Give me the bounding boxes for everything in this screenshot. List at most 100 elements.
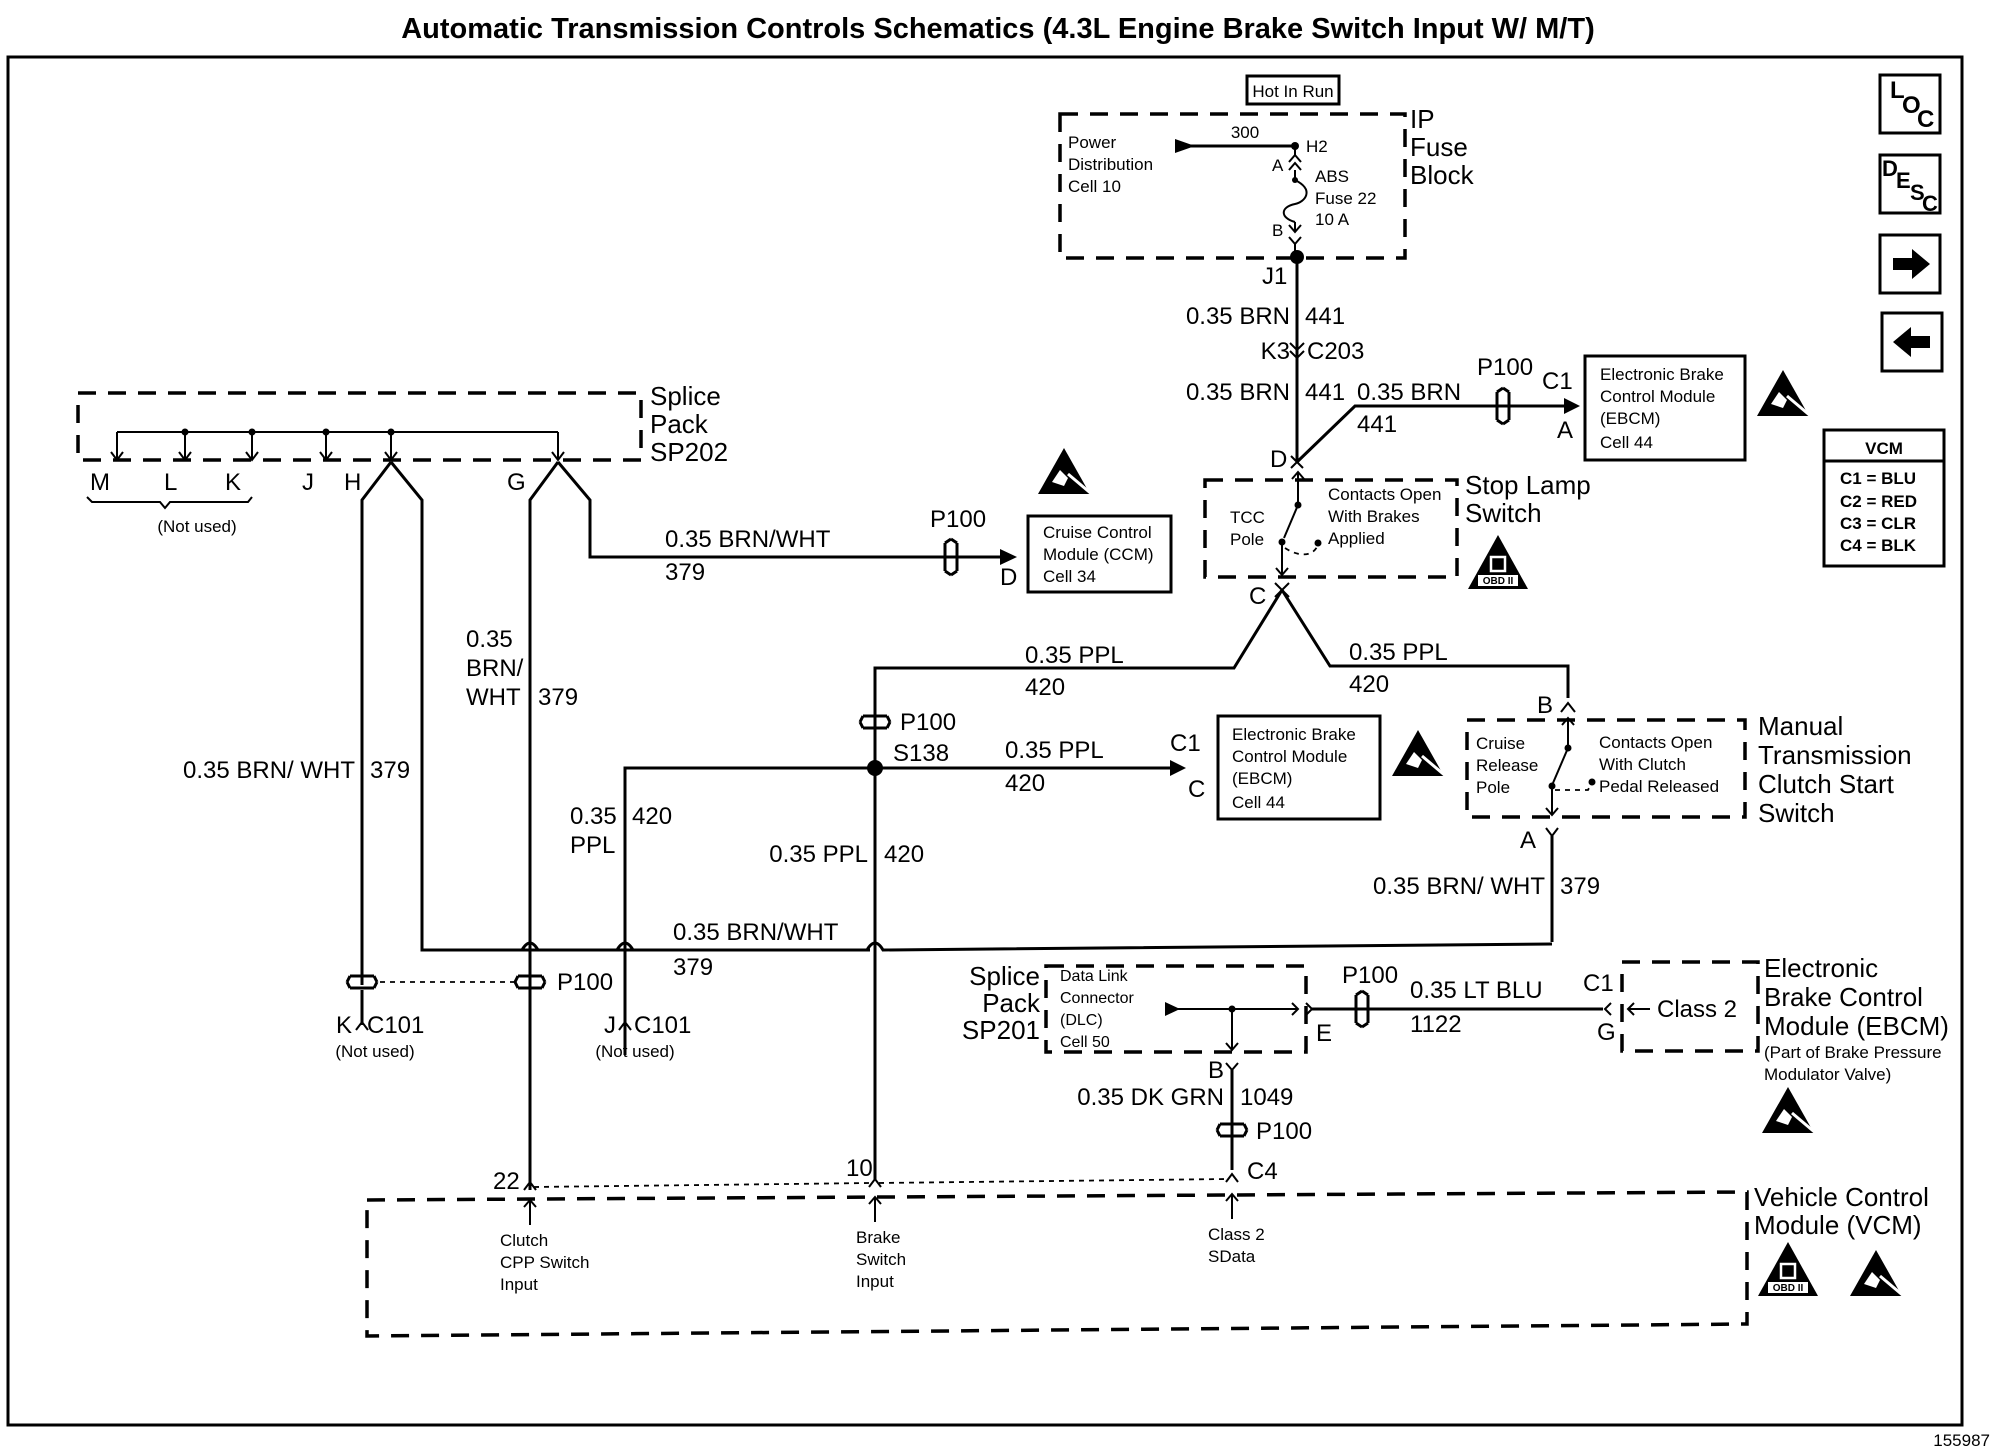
esd-icon-ebcm-top — [1755, 368, 1815, 420]
pin-a-fuse: A — [1272, 156, 1284, 175]
obd-icon-vcm — [1756, 1240, 1820, 1298]
stop-switch-note-1: Contacts Open — [1328, 485, 1441, 504]
ccm-box[interactable]: Cruise Control Module (CCM) Cell 34 — [1026, 514, 1173, 594]
clutch-switch-name-1: Manual — [1758, 711, 1843, 741]
svg-text:SP202: SP202 — [650, 437, 728, 467]
svg-text:Module (VCM): Module (VCM) — [1754, 1210, 1922, 1240]
loc-l: L — [1890, 77, 1905, 104]
ip-fuse-block-label: IP Fuse Block — [1410, 104, 1475, 190]
c101-j-pin: J — [604, 1012, 616, 1039]
wire-420-ebcm-circuit: 420 — [1005, 770, 1045, 797]
loc-button[interactable]: L O C — [1878, 73, 1942, 135]
ebcm-mid-box[interactable]: Electronic Brake Control Module (EBCM) C… — [1216, 714, 1382, 821]
abs-fuse-label: ABS Fuse 22 10 A — [1315, 167, 1376, 229]
desc-d: D — [1882, 156, 1898, 181]
clutch-switch-name-3: Clutch Start — [1758, 769, 1895, 799]
vcm-connector-legend: VCM C1 = BLU C2 = RED C3 = CLR C4 = BLK — [1822, 428, 1946, 568]
outer-frame — [6, 55, 1964, 1427]
hot-in-run-label: Hot In Run — [1245, 74, 1341, 106]
wire-379-bottom-circuit: 379 — [673, 954, 713, 981]
c1-class2: C1 — [1583, 970, 1614, 997]
p100-label-1049: P100 — [1256, 1118, 1312, 1145]
wire-420-ebcm-gauge: 0.35 PPL — [1005, 737, 1104, 764]
arrow-ccm — [1000, 549, 1017, 565]
tcc-pole-label-2: Pole — [1230, 530, 1264, 549]
svg-text:Brake: Brake — [856, 1228, 900, 1247]
wire-379-h-circuit: 379 — [370, 757, 410, 784]
splice-pack-sp201-box — [1044, 964, 1308, 1054]
esd-icon-vcm — [1848, 1248, 1908, 1300]
wire-379-h-gauge: 0.35 BRN/ WHT — [183, 757, 355, 784]
wire-441c-circuit: 441 — [1357, 411, 1397, 438]
c203-pin: K3 — [1261, 338, 1290, 365]
svg-text:(EBCM): (EBCM) — [1600, 409, 1660, 428]
s138-label: S138 — [893, 740, 949, 767]
cruise-pole-label-2: Release — [1476, 756, 1538, 775]
wire-441c-gauge: 0.35 BRN — [1357, 379, 1461, 406]
svg-text:Distribution: Distribution — [1068, 155, 1153, 174]
svg-text:Cell 44: Cell 44 — [1600, 433, 1653, 452]
vcm-input-clutch: Clutch CPP Switch Input — [500, 1231, 589, 1294]
svg-text:Pack: Pack — [982, 988, 1041, 1018]
sp202-label: Splice Pack SP202 — [650, 381, 728, 467]
stop-lamp-switch-symbol — [1275, 470, 1322, 577]
svg-text:Electronic Brake: Electronic Brake — [1600, 365, 1724, 384]
wire-420-right-gauge: 0.35 PPL — [1349, 639, 1448, 666]
power-distribution-label: Power Distribution Cell 10 — [1068, 133, 1153, 196]
svg-text:Splice: Splice — [650, 381, 721, 411]
pin-e-dlc: E — [1316, 1020, 1332, 1047]
svg-text:Switch: Switch — [856, 1250, 906, 1269]
wire-1122-gauge: 0.35 LT BLU — [1410, 977, 1543, 1004]
svg-text:Control Module: Control Module — [1232, 747, 1347, 766]
sp202-pin-g: G — [507, 469, 526, 496]
svg-text:Cell 44: Cell 44 — [1232, 793, 1285, 812]
svg-text:Pack: Pack — [650, 409, 709, 439]
svg-text:Class 2: Class 2 — [1208, 1225, 1265, 1244]
wire-379-clutch-circuit: 379 — [1560, 873, 1600, 900]
stop-lamp-switch-name-1: Stop Lamp — [1465, 470, 1591, 500]
clutch-note-1: Contacts Open — [1599, 733, 1712, 752]
prev-button[interactable] — [1880, 311, 1944, 373]
abs-fuse-symbol — [1282, 146, 1308, 257]
pin-a-clutch: A — [1520, 827, 1536, 854]
wire-379-g-l3: WHT — [466, 684, 521, 711]
pin-g-class2: G — [1597, 1019, 1616, 1046]
svg-text:Vehicle Control: Vehicle Control — [1754, 1182, 1929, 1212]
tcc-pole-label: TCC — [1230, 508, 1265, 527]
pin-c-ebcm-mid: C — [1188, 776, 1205, 803]
wire-420-left-gauge: 0.35 PPL — [1025, 642, 1124, 669]
p100-label-bottom: P100 — [557, 969, 613, 996]
j1-label: J1 — [1262, 263, 1287, 290]
svg-text:Electronic: Electronic — [1764, 953, 1878, 983]
sp202-pin-m: M — [90, 469, 110, 496]
pin-d-stop: D — [1270, 446, 1287, 473]
figure-id: 155987 — [1933, 1431, 1990, 1450]
wire-379-ccm-circuit: 379 — [665, 559, 705, 586]
loc-c: C — [1917, 106, 1934, 133]
desc-button[interactable]: D E S C — [1878, 153, 1942, 216]
next-button[interactable] — [1878, 233, 1942, 295]
pin-h2: H2 — [1306, 137, 1328, 156]
svg-text:Block: Block — [1410, 160, 1475, 190]
class2-label: Class 2 — [1657, 996, 1737, 1023]
svg-text:C2 = RED: C2 = RED — [1840, 492, 1917, 511]
vcm-box — [365, 1190, 1749, 1338]
esd-icon-ebcm-class2 — [1760, 1085, 1820, 1137]
page-title: Automatic Transmission Controls Schemati… — [401, 13, 1595, 45]
vcm-name: Vehicle Control Module (VCM) — [1754, 1182, 1929, 1240]
stop-lamp-switch-name-2: Switch — [1465, 498, 1542, 528]
svg-text:(Part of Brake Pressure: (Part of Brake Pressure — [1764, 1043, 1942, 1062]
p100-label-1122: P100 — [1342, 962, 1398, 989]
ebcm-class2-box — [1620, 960, 1760, 1053]
ebcm-top-box[interactable]: Electronic Brake Control Module (EBCM) C… — [1583, 354, 1747, 462]
svg-text:SData: SData — [1208, 1247, 1256, 1266]
sp202-not-used: (Not used) — [157, 517, 236, 536]
stop-switch-note-3: Applied — [1328, 529, 1385, 548]
svg-text:Cell 34: Cell 34 — [1043, 567, 1096, 586]
stop-switch-note-2: With Brakes — [1328, 507, 1420, 526]
wire-420-vert-gauge: 0.35 PPL — [769, 841, 868, 868]
wire-379-g-l1: 0.35 — [466, 626, 513, 653]
svg-text:Hot In Run: Hot In Run — [1252, 82, 1333, 101]
wire-441b-circuit: 441 — [1305, 379, 1345, 406]
svg-text:Module (CCM): Module (CCM) — [1043, 545, 1154, 564]
